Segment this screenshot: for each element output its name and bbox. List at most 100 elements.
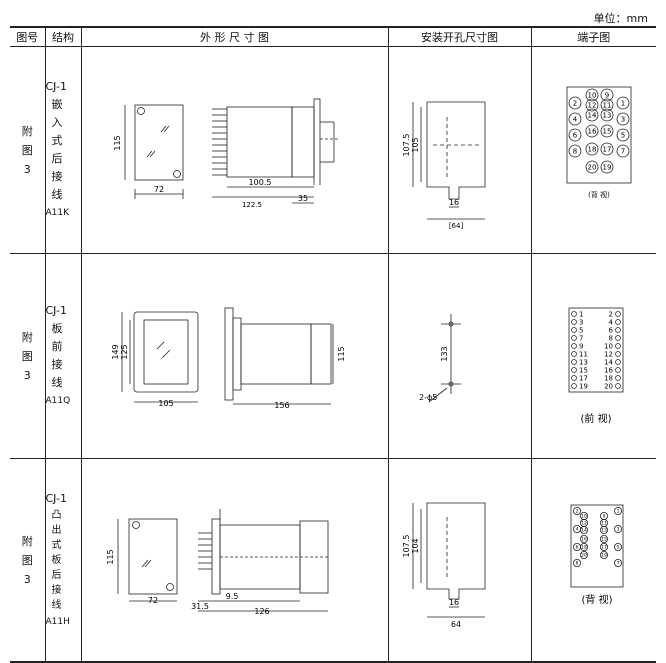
dim-body: 100.5 [248, 178, 271, 187]
cutout-drawing-cell: 107.5 105 16 [64] [387, 46, 531, 254]
terminal-number: 12 [604, 351, 613, 359]
terminal-circle [613, 543, 622, 552]
terminal-number: 6 [572, 131, 577, 139]
terminal-circle [616, 128, 629, 142]
terminal-circle [570, 367, 577, 373]
terminal-number: 8 [608, 335, 612, 343]
code-label: A11Q [45, 396, 71, 406]
terminal-number: 14 [604, 359, 613, 367]
terminal-circle [568, 96, 581, 110]
terminal-circle [614, 351, 621, 357]
structure-label: 凸出式板后接线 [51, 509, 62, 611]
terminal-circle [579, 543, 588, 552]
terminal-view-label: (前 视) [580, 412, 611, 425]
terminal-circle [616, 96, 629, 110]
terminal-circle [600, 108, 613, 122]
terminal-number: 4 [575, 527, 578, 533]
terminal-number: 1 [620, 99, 624, 107]
cutout-drawing: 133 2-ϕ5 [419, 314, 461, 403]
terminal-circle [599, 526, 608, 535]
dim-tail: 35 [297, 194, 307, 203]
outline-drawing: 115 72 100.5 35 122.5 [113, 98, 338, 209]
terminal-circle [585, 98, 598, 112]
terminal-number: 15 [602, 127, 611, 135]
terminal-number: 11 [579, 351, 588, 359]
spec-table: 图号 结构 外 形 尺 寸 图 安装开孔尺寸图 端子图 附图3 CJ-1 嵌入式… [10, 26, 656, 663]
terminal-number: 10 [581, 514, 587, 520]
outline-drawing: 149 125 105 156 115 [111, 307, 346, 410]
terminal-circle [614, 319, 621, 325]
terminal-circle [572, 507, 581, 516]
cut-spacing: 133 [440, 346, 449, 361]
terminal-number: 9 [579, 343, 583, 351]
terminal-number: 15 [579, 367, 588, 375]
terminal-circle [600, 142, 613, 156]
cutout-drawing: 107.5 104 16 64 [402, 502, 485, 629]
fig-label: 附图3 [21, 534, 33, 586]
dim-side: 115 [337, 346, 346, 361]
code-label: A11K [45, 208, 70, 218]
terminal-number: 8 [572, 147, 576, 155]
terminal-number: 14 [587, 111, 596, 119]
terminal-number: 19 [602, 163, 611, 171]
dim-depth: 156 [274, 401, 289, 410]
outline-drawing-cell: 149 125 105 156 115 [80, 253, 388, 459]
terminal-circle [585, 88, 598, 102]
terminal-number: 16 [581, 537, 587, 543]
header-fig-no: 图号 [10, 26, 45, 47]
terminal-number: 18 [581, 545, 587, 551]
dim-gap: 9.5 [225, 592, 238, 601]
cut-inner: 104 [411, 538, 420, 553]
terminal-circle [585, 160, 598, 174]
table-row: 附图3 CJ-1 板前接线 A11Q [10, 253, 656, 459]
dim-total: 122.5 [241, 201, 261, 209]
terminal-number: 7 [616, 561, 619, 567]
terminal-circle [570, 359, 577, 365]
outline-drawing-cell: 115 72 31.5 9.5 126 [80, 458, 388, 663]
terminal-circle [585, 124, 598, 138]
terminal-circle [570, 375, 577, 381]
cut-outer: 107.5 [402, 535, 411, 558]
terminal-number: 10 [587, 91, 596, 99]
terminal-view-label: (背 视) [581, 593, 612, 606]
cut-gap: 16 [448, 598, 458, 607]
terminal-circle [570, 311, 577, 317]
terminal-number: 2 [572, 99, 576, 107]
terminal-number: 6 [608, 327, 613, 335]
dim-depth: 126 [254, 607, 269, 616]
structure-label: 嵌入式后接线 [51, 98, 63, 201]
terminal-circle [614, 375, 621, 381]
terminal-circle [585, 108, 598, 122]
structure-cell: CJ-1 板前接线 A11Q [44, 253, 81, 459]
terminal-circle [614, 383, 621, 389]
terminal-circle [570, 351, 577, 357]
code-label: A11H [45, 616, 70, 627]
terminal-circle [579, 526, 588, 535]
terminal-circle [613, 559, 622, 568]
structure-cell: CJ-1 嵌入式后接线 A11K [44, 46, 81, 254]
terminal-number: 1 [616, 509, 619, 515]
structure-cell: CJ-1 凸出式板后接线 A11H [44, 458, 81, 663]
fig-cell: 附图3 [10, 253, 45, 459]
terminal-number: 18 [604, 375, 613, 383]
terminal-circle [616, 112, 629, 126]
dim-width: 72 [147, 596, 157, 605]
terminal-number: 9 [604, 91, 608, 99]
fig-label: 附图3 [21, 330, 33, 382]
terminal-circle [614, 359, 621, 365]
terminal-number: 16 [604, 367, 613, 375]
table-row: 附图3 CJ-1 嵌入式后接线 A11K [10, 46, 656, 254]
dim-height: 115 [113, 135, 122, 150]
model-label: CJ-1 [45, 491, 68, 505]
terminal-circle [579, 551, 588, 560]
terminal-number: 17 [579, 375, 588, 383]
dim-front: 31.5 [191, 602, 209, 611]
terminal-number: 3 [616, 527, 619, 533]
terminal-circle [599, 543, 608, 552]
terminal-number: 5 [616, 545, 619, 551]
terminal-circle [599, 535, 608, 544]
terminal-number: 19 [579, 383, 588, 391]
terminal-circle [613, 525, 622, 534]
terminal-number: 2 [575, 509, 578, 515]
terminal-number: 5 [620, 131, 624, 139]
